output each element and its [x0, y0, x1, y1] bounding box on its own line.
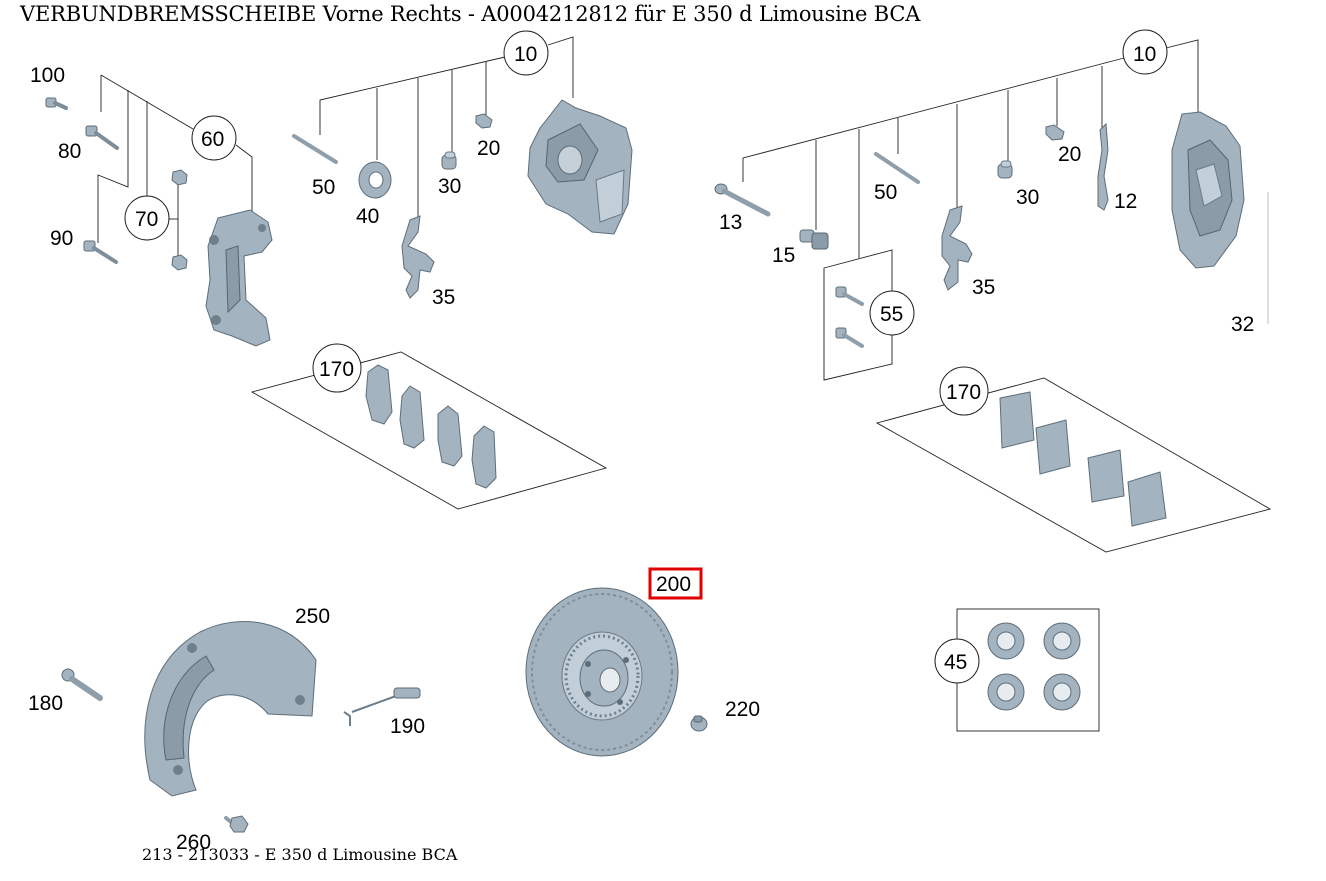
callout-circle-10a — [503, 30, 549, 76]
label-35b[interactable]: 35 — [972, 276, 995, 299]
bleeder-20a-part[interactable] — [475, 113, 493, 129]
label-40[interactable]: 40 — [356, 205, 379, 228]
brake-disc-200-part[interactable] — [525, 587, 679, 757]
label-15[interactable]: 15 — [772, 244, 795, 267]
callout-circle-55 — [869, 290, 915, 336]
label-90[interactable]: 90 — [50, 227, 73, 250]
label-100[interactable]: 100 — [30, 64, 65, 87]
callout-circle-10b — [1122, 29, 1168, 75]
cap-30b-part[interactable] — [997, 160, 1013, 179]
clip-12-part[interactable] — [1097, 122, 1109, 211]
caliper-10a-part[interactable] — [527, 99, 633, 235]
label-45[interactable]: 45 — [944, 651, 967, 674]
bolt-15-part[interactable] — [799, 229, 829, 250]
label-30b[interactable]: 30 — [1016, 186, 1039, 209]
label-10b[interactable]: 10 — [1133, 43, 1156, 66]
caliper-10b-part[interactable] — [1171, 111, 1245, 269]
screw-220-part[interactable] — [690, 715, 708, 732]
bolt-180-part[interactable] — [61, 668, 103, 701]
bolt-260-part[interactable] — [224, 815, 249, 833]
callout-circle-70 — [124, 195, 170, 241]
bolt-13-part[interactable] — [714, 183, 771, 217]
spring-clip-35a-part[interactable] — [401, 215, 435, 299]
leader-lines-10-right — [742, 39, 1199, 258]
nut-70-part[interactable] — [171, 169, 188, 271]
label-60[interactable]: 60 — [201, 128, 224, 151]
label-190[interactable]: 190 — [390, 715, 425, 738]
wear-sensor-190-part[interactable] — [343, 687, 421, 726]
label-20b[interactable]: 20 — [1058, 143, 1081, 166]
label-50a[interactable]: 50 — [312, 176, 335, 199]
label-10a[interactable]: 10 — [514, 43, 537, 66]
label-180[interactable]: 180 — [28, 692, 63, 715]
label-220[interactable]: 220 — [725, 698, 760, 721]
pad-set-170a[interactable] — [250, 351, 608, 510]
guide-pin-50b-part[interactable] — [874, 152, 920, 184]
bleeder-20b-part[interactable] — [1045, 124, 1065, 141]
seal-40-part[interactable] — [358, 161, 392, 199]
highlight-box-200 — [648, 567, 703, 600]
label-35a[interactable]: 35 — [432, 286, 455, 309]
cap-30a-part[interactable] — [441, 151, 457, 170]
label-20a[interactable]: 20 — [477, 137, 500, 160]
label-70[interactable]: 70 — [135, 208, 158, 231]
callout-circle-170a — [312, 343, 362, 393]
callout-circle-60 — [191, 115, 237, 161]
kit-45-box[interactable] — [956, 608, 1100, 732]
label-80[interactable]: 80 — [58, 140, 81, 163]
caliper-bracket-60-part[interactable] — [205, 209, 273, 347]
label-50b[interactable]: 50 — [874, 181, 897, 204]
footer-model-info: 213 - 213033 - E 350 d Limousine BCA — [142, 845, 458, 864]
label-170b[interactable]: 170 — [946, 381, 981, 404]
bolt-90-part[interactable] — [83, 240, 118, 264]
callout-circle-170b — [939, 366, 989, 416]
label-55[interactable]: 55 — [880, 303, 903, 326]
spring-clip-35b-part[interactable] — [941, 205, 973, 291]
label-30a[interactable]: 30 — [438, 175, 461, 198]
page-title: VERBUNDBREMSSCHEIBE Vorne Rechts - A0004… — [20, 2, 921, 26]
dust-shield-250-part[interactable] — [144, 620, 317, 797]
callout-circle-45 — [934, 638, 980, 684]
bolt-80-part[interactable] — [85, 125, 119, 150]
pad-set-170b[interactable] — [875, 377, 1272, 553]
label-13[interactable]: 13 — [719, 211, 742, 234]
label-260[interactable]: 260 — [176, 831, 211, 854]
bolt-100-part[interactable] — [45, 97, 68, 110]
leader-lines-10-left — [319, 36, 574, 218]
label-170a[interactable]: 170 — [319, 358, 354, 381]
guide-pin-50-part[interactable] — [292, 134, 338, 164]
leader-lines-60 — [97, 74, 253, 262]
label-200[interactable]: 200 — [656, 573, 691, 596]
label-250[interactable]: 250 — [295, 605, 330, 628]
label-12[interactable]: 12 — [1114, 190, 1137, 213]
label-32[interactable]: 32 — [1231, 313, 1254, 336]
kit-55-box[interactable] — [823, 249, 893, 381]
